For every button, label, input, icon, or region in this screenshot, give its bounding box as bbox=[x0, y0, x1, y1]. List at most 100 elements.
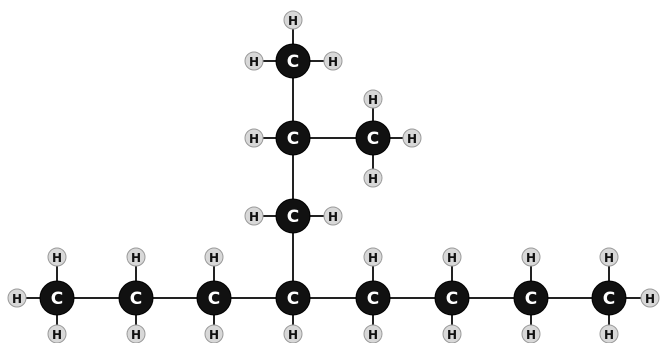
hydrogen-atom-symbol: H bbox=[249, 210, 259, 224]
hydrogen-atom: H bbox=[126, 247, 146, 267]
carbon-atom-symbol: C bbox=[287, 129, 299, 149]
hydrogen-atom: H bbox=[363, 247, 383, 267]
hydrogen-atom-ball bbox=[442, 247, 462, 267]
carbon-atom: C bbox=[434, 280, 470, 316]
hydrogen-atom-symbol: H bbox=[288, 14, 298, 28]
hydrogen-atom-ball bbox=[363, 89, 383, 109]
hydrogen-atom: H bbox=[442, 324, 462, 343]
carbon-atom-symbol: C bbox=[603, 289, 615, 309]
hydrogen-atom: H bbox=[363, 324, 383, 343]
hydrogen-atom-symbol: H bbox=[645, 292, 655, 306]
hydrogen-atom: H bbox=[47, 247, 67, 267]
hydrogen-atom: H bbox=[521, 247, 541, 267]
hydrogen-atom-symbol: H bbox=[209, 328, 219, 342]
carbon-atom-ball bbox=[275, 280, 311, 316]
carbon-atom-ball bbox=[275, 43, 311, 79]
hydrogen-atom-symbol: H bbox=[249, 55, 259, 69]
hydrogen-atom: H bbox=[244, 206, 264, 226]
hydrogen-atom: H bbox=[126, 324, 146, 343]
hydrogen-atom: H bbox=[204, 324, 224, 343]
carbon-atom: C bbox=[355, 280, 391, 316]
hydrogen-atom-ball bbox=[599, 247, 619, 267]
hydrogen-atom-ball bbox=[7, 288, 27, 308]
carbon-atom-ball bbox=[355, 120, 391, 156]
carbon-atom: C bbox=[118, 280, 154, 316]
hydrogen-atom-ball bbox=[244, 128, 264, 148]
hydrogen-atom-ball bbox=[363, 168, 383, 188]
carbon-atom-ball bbox=[196, 280, 232, 316]
carbon-atom-ball bbox=[591, 280, 627, 316]
hydrogen-atom-ball bbox=[363, 247, 383, 267]
carbon-atom-symbol: C bbox=[51, 289, 63, 309]
hydrogen-atom-symbol: H bbox=[368, 93, 378, 107]
carbon-atom-symbol: C bbox=[287, 289, 299, 309]
hydrogen-atom: H bbox=[204, 247, 224, 267]
carbon-atom-symbol: C bbox=[130, 289, 142, 309]
hydrogen-atom: H bbox=[363, 168, 383, 188]
carbon-atom: C bbox=[513, 280, 549, 316]
hydrogen-atom-symbol: H bbox=[526, 251, 536, 265]
hydrogen-atom-symbol: H bbox=[368, 251, 378, 265]
hydrogen-atom-symbol: H bbox=[52, 251, 62, 265]
hydrogen-atom: H bbox=[363, 89, 383, 109]
hydrogen-atom-symbol: H bbox=[368, 328, 378, 342]
hydrogen-atom: H bbox=[521, 324, 541, 343]
hydrogen-atom: H bbox=[47, 324, 67, 343]
hydrogen-atom-symbol: H bbox=[209, 251, 219, 265]
carbon-atom: C bbox=[275, 43, 311, 79]
carbon-atom-symbol: C bbox=[367, 289, 379, 309]
carbon-atom: C bbox=[196, 280, 232, 316]
hydrogen-atom-ball bbox=[47, 247, 67, 267]
carbon-atom: C bbox=[275, 120, 311, 156]
hydrogen-atom: H bbox=[283, 324, 303, 343]
hydrogen-atom-symbol: H bbox=[604, 328, 614, 342]
hydrogen-atom-ball bbox=[283, 324, 303, 343]
hydrogen-atom: H bbox=[244, 51, 264, 71]
hydrogen-atom-ball bbox=[640, 288, 660, 308]
carbon-atom-symbol: C bbox=[367, 129, 379, 149]
hydrogen-atom: H bbox=[442, 247, 462, 267]
hydrogen-atom-symbol: H bbox=[368, 172, 378, 186]
hydrogen-atom-symbol: H bbox=[526, 328, 536, 342]
carbon-atom-ball bbox=[275, 198, 311, 234]
hydrogen-atom-ball bbox=[126, 247, 146, 267]
hydrogen-atom-symbol: H bbox=[407, 132, 417, 146]
hydrogen-atom: H bbox=[7, 288, 27, 308]
carbon-atom-symbol: C bbox=[287, 207, 299, 227]
carbon-atom-ball bbox=[434, 280, 470, 316]
carbon-atom-ball bbox=[513, 280, 549, 316]
hydrogen-atom-ball bbox=[363, 324, 383, 343]
hydrogen-atom-ball bbox=[323, 206, 343, 226]
carbon-atom-symbol: C bbox=[446, 289, 458, 309]
hydrogen-atom-ball bbox=[126, 324, 146, 343]
hydrogen-atom-symbol: H bbox=[52, 328, 62, 342]
hydrogen-atom-ball bbox=[521, 247, 541, 267]
carbon-atom: C bbox=[275, 198, 311, 234]
carbon-atom: C bbox=[591, 280, 627, 316]
hydrogen-atom-symbol: H bbox=[328, 55, 338, 69]
hydrogen-atom: H bbox=[323, 206, 343, 226]
hydrogen-atom-ball bbox=[204, 247, 224, 267]
hydrogen-atom-symbol: H bbox=[288, 328, 298, 342]
hydrogen-atom-ball bbox=[204, 324, 224, 343]
hydrogen-atom: H bbox=[640, 288, 660, 308]
carbon-atom-symbol: C bbox=[208, 289, 220, 309]
hydrogen-atom-symbol: H bbox=[447, 251, 457, 265]
hydrogen-atom-ball bbox=[442, 324, 462, 343]
hydrogen-atom-symbol: H bbox=[604, 251, 614, 265]
carbon-atom-ball bbox=[118, 280, 154, 316]
hydrogen-atom-ball bbox=[323, 51, 343, 71]
carbon-atom: C bbox=[39, 280, 75, 316]
hydrogen-atom: H bbox=[244, 128, 264, 148]
hydrogen-atom: H bbox=[402, 128, 422, 148]
carbon-atom: C bbox=[355, 120, 391, 156]
hydrogen-atom-symbol: H bbox=[447, 328, 457, 342]
carbon-atom-ball bbox=[275, 120, 311, 156]
hydrogen-atom-ball bbox=[402, 128, 422, 148]
hydrogen-atom: H bbox=[599, 247, 619, 267]
hydrogen-atom-ball bbox=[521, 324, 541, 343]
hydrogen-atom: H bbox=[323, 51, 343, 71]
hydrogen-atom-symbol: H bbox=[12, 292, 22, 306]
hydrogen-atom-symbol: H bbox=[249, 132, 259, 146]
